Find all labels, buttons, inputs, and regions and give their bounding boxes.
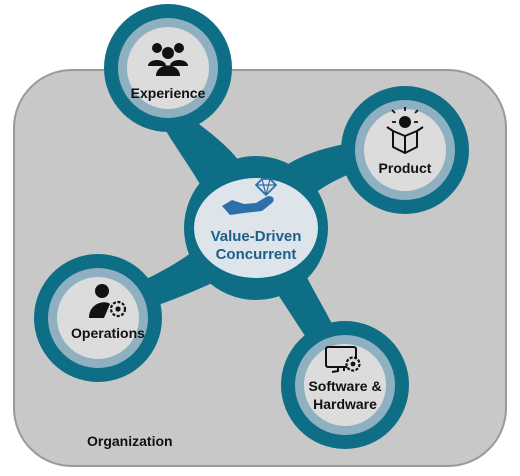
operations-node: Operations	[48, 268, 148, 368]
people-group-icon	[148, 43, 188, 76]
software-hardware-node: Software & Hardware	[295, 335, 395, 435]
experience-label: Experience	[131, 85, 206, 101]
organization-label: Organization	[87, 433, 173, 449]
hand-diamond-icon	[222, 178, 277, 215]
lightbulb-box-icon	[386, 107, 424, 154]
center-label-line1: Value-Driven	[211, 228, 302, 245]
software-hardware-label-line2: Hardware	[313, 396, 377, 412]
monitor-gear-icon	[325, 346, 361, 373]
experience-node: Experience	[118, 18, 218, 118]
product-label: Product	[379, 160, 432, 176]
product-node: Product	[355, 100, 455, 200]
person-gear-icon	[89, 284, 127, 318]
center-node: Value-Driven Concurrent	[194, 178, 318, 278]
operations-label: Operations	[71, 325, 145, 341]
center-label-line2: Concurrent	[216, 246, 297, 263]
software-hardware-label-line1: Software &	[308, 378, 381, 394]
